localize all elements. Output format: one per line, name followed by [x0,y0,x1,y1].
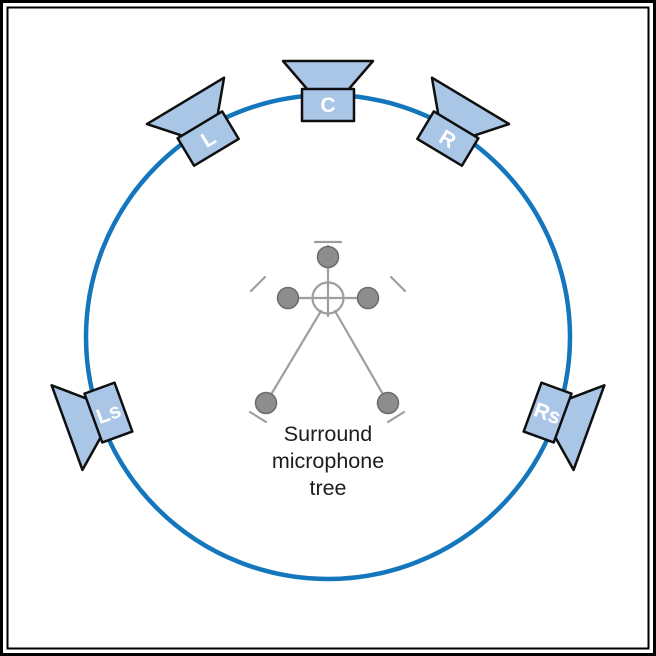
speakers [50,59,606,472]
speaker-left-surround-body [83,381,134,444]
speaker-right-icon [416,76,511,167]
speaker-left-surround-icon [50,381,134,472]
mic-right-capsule-icon [356,286,380,310]
speaker-circle [83,92,573,582]
mic-tree-lines [248,240,407,424]
speaker-center-body [300,87,356,123]
caption-line-1: Surround [284,422,372,446]
speaker-right-surround-icon [522,381,606,472]
mic-rear-right-baffle-line [386,410,406,424]
speaker-right-surround-body [522,381,573,444]
mic-top-capsule-icon [316,245,340,269]
caption-line-2: microphone [272,449,384,473]
mic-rear-left-arm-line [264,309,323,405]
speaker-left-icon [145,76,240,167]
speaker-center-horn [281,59,375,92]
speaker-left-body [176,110,240,167]
speaker-center-icon [281,59,375,123]
frame-inner-border [6,6,650,650]
mic-capsules [254,245,400,415]
mic-rear-right-arm-line [333,309,390,405]
mic-rear-left-baffle-line [248,410,268,424]
mic-right-baffle-line [389,275,407,293]
mic-center-crosshair-icon [311,281,345,315]
diagram-caption: Surround microphone tree [272,422,384,500]
caption-line-3: tree [309,476,346,500]
speaker-right-body [416,110,480,167]
mic-rear-left-capsule-icon [254,391,278,415]
mic-left-capsule-icon [276,286,300,310]
mic-left-baffle-line [249,275,267,293]
speaker-label-center: C [320,94,335,117]
mic-rear-right-capsule-icon [376,391,400,415]
